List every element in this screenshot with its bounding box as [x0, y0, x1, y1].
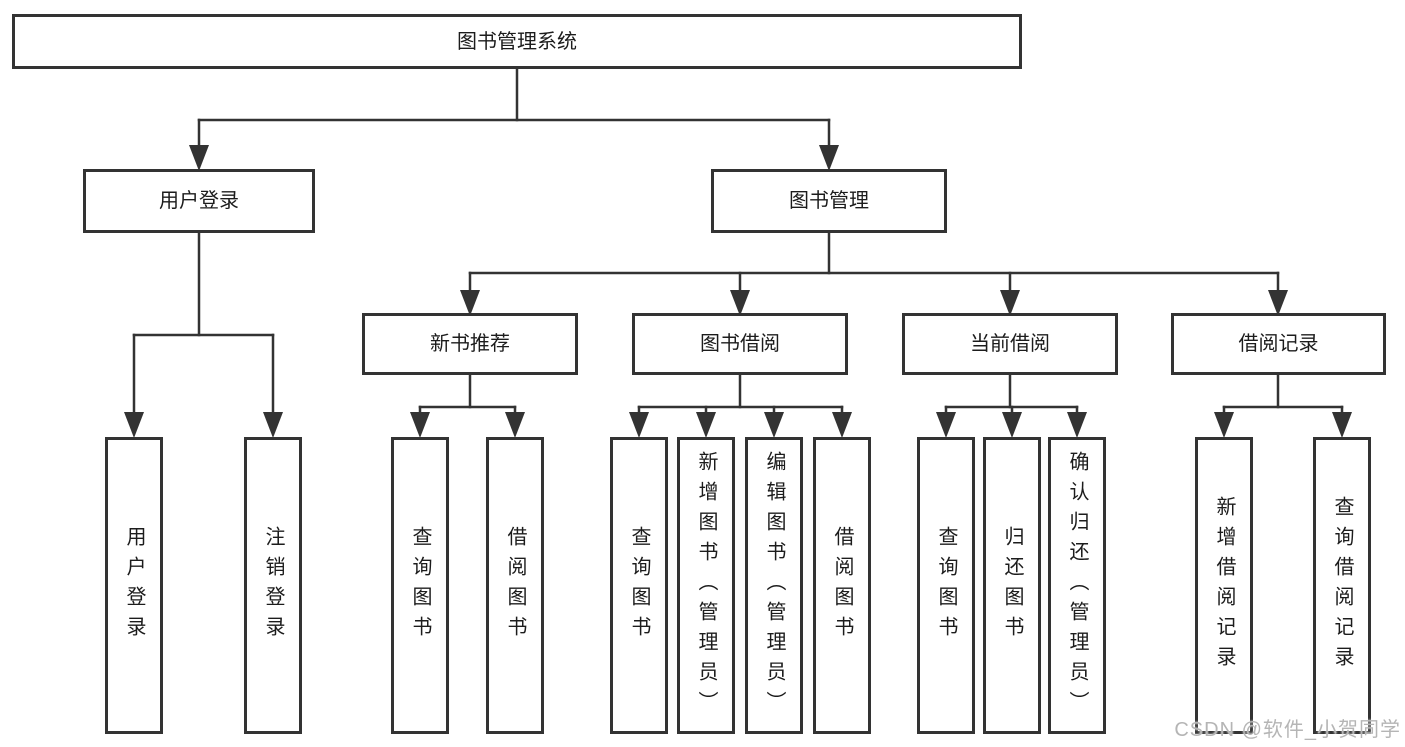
arrowhead-icon	[1214, 412, 1234, 438]
arrowhead-icon	[696, 412, 716, 438]
arrowhead-icon	[832, 412, 852, 438]
node-book-management: 图书管理	[711, 169, 947, 233]
node-user-login-action: 用户登录	[105, 437, 163, 734]
arrow-heads	[124, 145, 1352, 438]
node-cb-return-books: 归还图书	[983, 437, 1041, 734]
node-br-add-borrow-record: 新增借阅记录	[1195, 437, 1253, 734]
arrowhead-icon	[263, 412, 283, 438]
arrowhead-icon	[505, 412, 525, 438]
arrowhead-icon	[1002, 412, 1022, 438]
arrowhead-icon	[189, 145, 209, 171]
node-library-management-system: 图书管理系统	[12, 14, 1022, 69]
node-nb-query-books: 查询图书	[391, 437, 449, 734]
arrowhead-icon	[460, 290, 480, 316]
csdn-watermark: CSDN @软件_小贺同学	[1174, 719, 1401, 741]
node-bb-add-books-admin: 新增图书（管理员）	[677, 437, 735, 734]
node-book-borrowing: 图书借阅	[632, 313, 848, 375]
arrowhead-icon	[1000, 290, 1020, 316]
node-user-login: 用户登录	[83, 169, 315, 233]
arrowhead-icon	[1067, 412, 1087, 438]
node-bb-borrow-books: 借阅图书	[813, 437, 871, 734]
arrowhead-icon	[730, 290, 750, 316]
arrowhead-icon	[410, 412, 430, 438]
arrowhead-icon	[124, 412, 144, 438]
node-bb-edit-books-admin: 编辑图书（管理员）	[745, 437, 803, 734]
node-br-query-borrow-record: 查询借阅记录	[1313, 437, 1371, 734]
node-cb-confirm-return-admin: 确认归还（管理员）	[1048, 437, 1106, 734]
node-nb-borrow-books: 借阅图书	[486, 437, 544, 734]
arrowhead-icon	[936, 412, 956, 438]
node-new-book-recommendation: 新书推荐	[362, 313, 578, 375]
node-cb-query-books: 查询图书	[917, 437, 975, 734]
arrowhead-icon	[1332, 412, 1352, 438]
arrowhead-icon	[764, 412, 784, 438]
node-current-borrowing: 当前借阅	[902, 313, 1118, 375]
arrowhead-icon	[1268, 290, 1288, 316]
arrowhead-icon	[629, 412, 649, 438]
node-logout-action: 注销登录	[244, 437, 302, 734]
node-bb-query-books: 查询图书	[610, 437, 668, 734]
node-borrowing-records: 借阅记录	[1171, 313, 1386, 375]
arrowhead-icon	[819, 145, 839, 171]
